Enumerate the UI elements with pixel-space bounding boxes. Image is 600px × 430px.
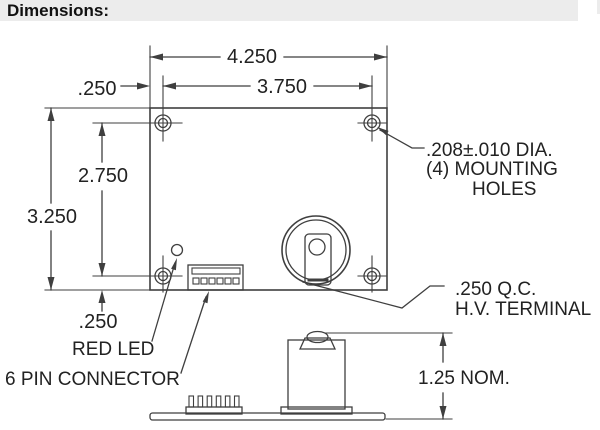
label-six-pin-connector: 6 PIN CONNECTOR: [5, 369, 180, 390]
connector-top-view: [187, 264, 244, 291]
dim-board-width: 4.250: [226, 46, 278, 68]
centre-lines: [92, 75, 387, 293]
dim-offset-bottom: .250: [78, 311, 118, 333]
label-hv-terminal-line2: H.V. TERMINAL: [455, 299, 592, 320]
board-outline: [149, 107, 388, 291]
label-side-height: 1.25 NOM.: [418, 368, 510, 389]
dim-board-height: 3.250: [26, 206, 78, 228]
dim-line-offset-top: [120, 82, 150, 90]
dim-hole-span-x: 3.750: [256, 76, 308, 98]
label-red-led: RED LED: [72, 339, 155, 360]
dim-line-offset-bottom: [98, 290, 106, 312]
label-mounting-holes-line3: HOLES: [472, 179, 537, 200]
label-hv-terminal-line1: .250 Q.C.: [455, 279, 537, 300]
dim-hole-span-y: 2.750: [77, 165, 129, 187]
side-view: [149, 330, 386, 421]
hv-terminal-top-view: [281, 215, 351, 286]
page-title: Dimensions:: [7, 1, 110, 20]
page-edge-sliver: [597, 0, 600, 14]
leader-mounting-holes: [377, 127, 425, 149]
dim-line-side-height: [324, 332, 453, 420]
dim-line-hole-span-x: [162, 82, 373, 90]
extension-lines: [44, 45, 388, 291]
dim-line-board-height: [47, 107, 55, 291]
led-circle: [170, 243, 184, 257]
dim-offset-top: .250: [77, 78, 117, 100]
leader-six-pin-connector: [180, 291, 209, 374]
label-mounting-holes-line1: .208±.010 DIA.: [426, 140, 553, 161]
leader-red-led: [151, 258, 177, 342]
dim-line-board-width: [149, 53, 388, 61]
label-mounting-holes-line2: (4) MOUNTING: [426, 159, 558, 180]
title-bar: [0, 0, 578, 21]
dim-line-hole-span-y: [98, 122, 106, 277]
leader-hv-terminal: [302, 281, 445, 309]
